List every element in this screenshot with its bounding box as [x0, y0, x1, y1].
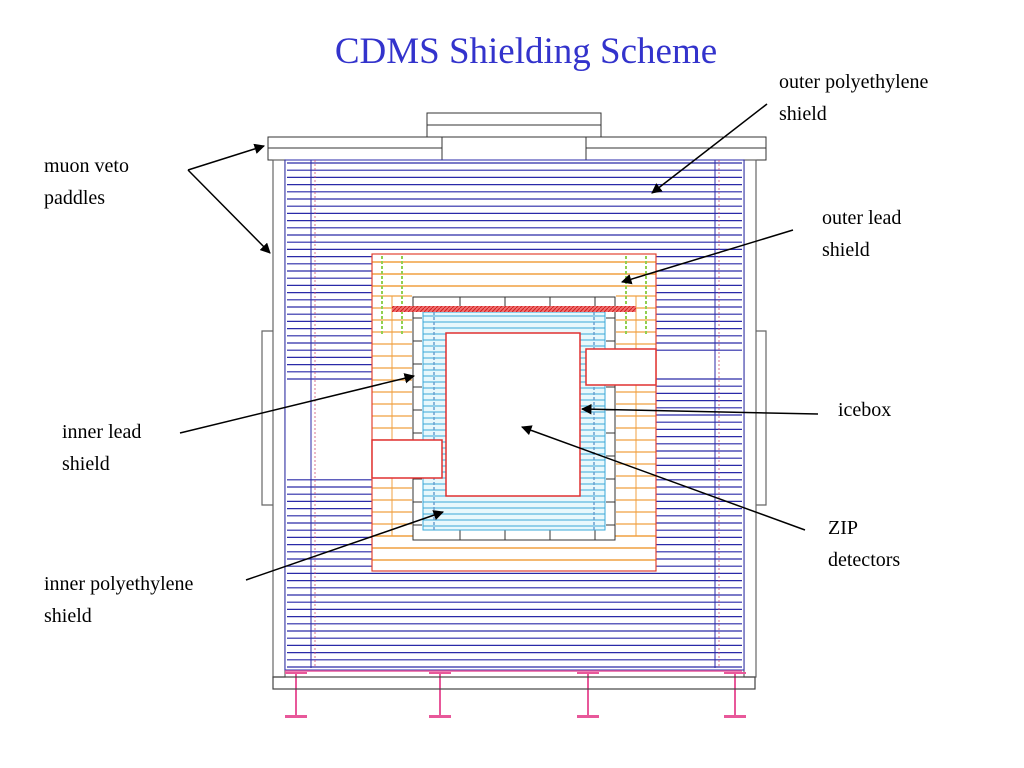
i-beam-flange: [577, 672, 599, 674]
i-beam-flange: [285, 672, 307, 674]
penetration-gap-left: [286, 382, 372, 474]
arrow-icebox: [580, 403, 819, 415]
label-inner-polyethylene-shield: inner polyethylene shield: [44, 573, 194, 627]
label-icebox: icebox: [838, 399, 892, 421]
i-beam-flange: [429, 672, 451, 674]
arrow-outer-lead: [620, 229, 794, 285]
i-beam-flange: [429, 715, 451, 718]
arrow-veto-top: [187, 143, 266, 171]
lead-outline: [371, 253, 657, 572]
label-inner-lead-shield: inner lead shield: [62, 421, 142, 475]
i-beam-flange: [724, 672, 746, 674]
muon-veto-top: [267, 112, 767, 161]
i-beam-flange: [724, 715, 746, 718]
annotation-arrows: [179, 103, 819, 581]
arrow-inner-lead: [179, 373, 416, 434]
i-beam-flange: [285, 715, 307, 718]
label-outer-polyethylene-shield: outer polyethylene shield: [779, 71, 929, 125]
label-outer-lead-shield: outer lead shield: [822, 207, 902, 261]
base-plate: [272, 676, 756, 690]
arrow-inner-poly: [245, 510, 444, 581]
arrow-veto-side: [187, 169, 271, 254]
label-zip-detectors: ZIP detectors: [828, 517, 901, 571]
label-muon-veto-paddles: muon veto paddles: [44, 155, 129, 209]
arrow-zip: [521, 425, 806, 531]
support-structure: [285, 670, 746, 718]
i-beam-flange: [577, 715, 599, 718]
page-title: CDMS Shielding Scheme: [334, 31, 718, 72]
penetration-gap-right: [656, 356, 742, 376]
arrow-outer-poly: [651, 103, 768, 194]
icebox-lid: [392, 306, 636, 312]
icebox: [371, 332, 657, 497]
